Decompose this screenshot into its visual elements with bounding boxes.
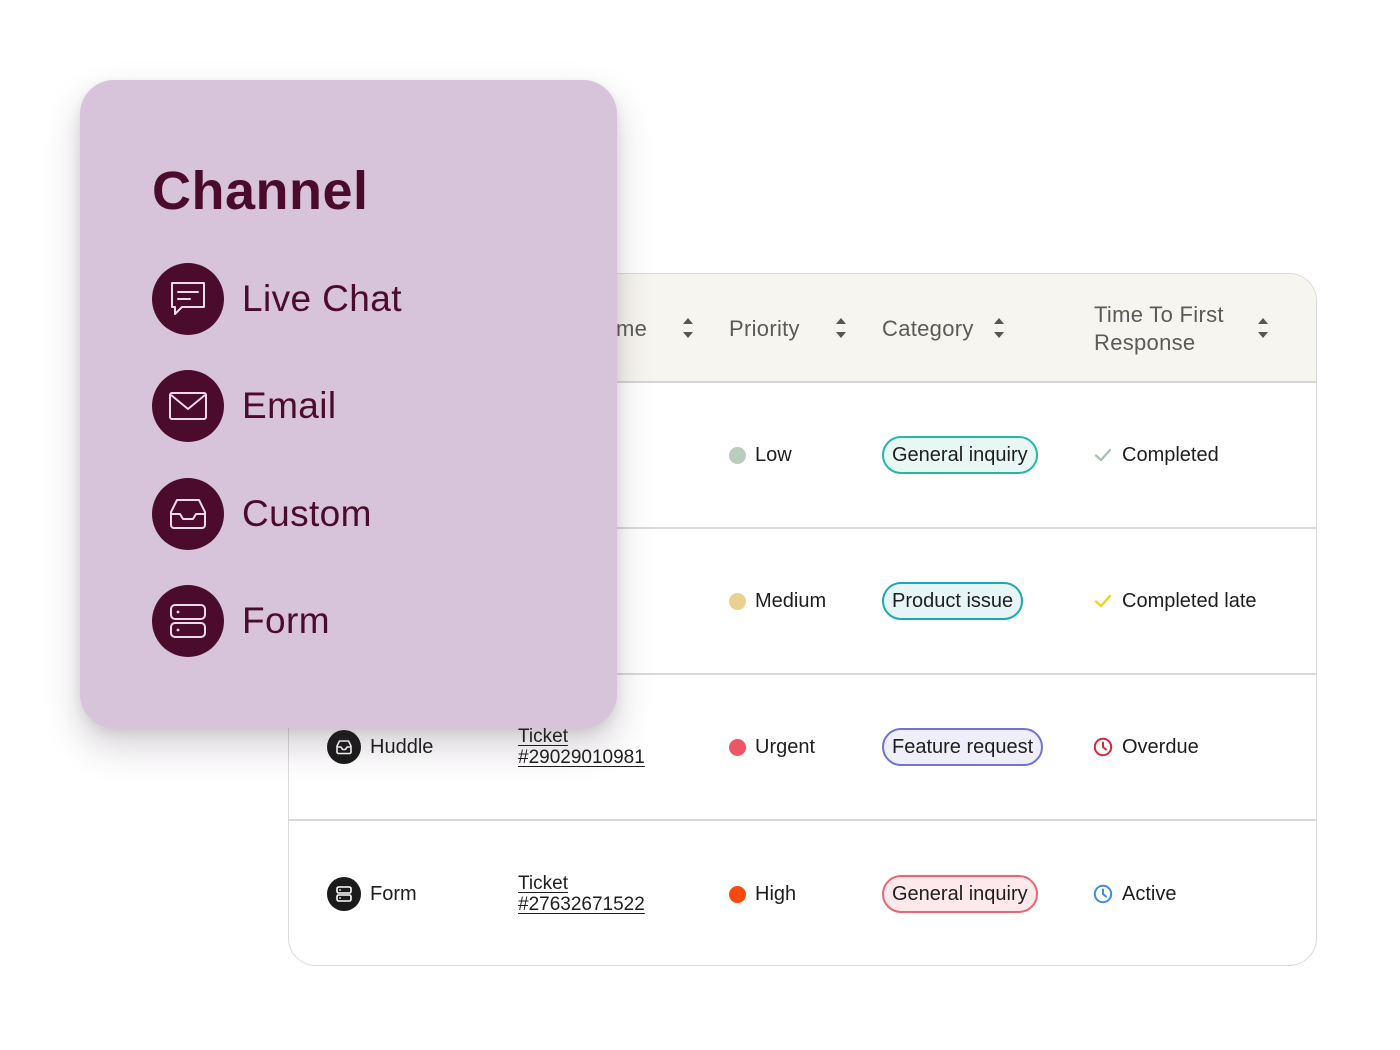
category-cell: Feature request bbox=[882, 675, 1044, 819]
status-cell: Completed late bbox=[1092, 529, 1257, 673]
channel-item-label: Email bbox=[242, 385, 337, 426]
form-icon bbox=[327, 877, 361, 911]
table-row[interactable]: Huddle Ticket #29029010981 Urgent Featur… bbox=[289, 675, 1316, 821]
status-label: Completed late bbox=[1122, 589, 1257, 612]
channel-cell: Huddle bbox=[327, 675, 433, 819]
column-header-category-label: Category bbox=[882, 315, 974, 341]
priority-dot bbox=[729, 592, 746, 610]
form-icon bbox=[152, 585, 224, 657]
category-pill[interactable]: Feature request bbox=[882, 728, 1044, 766]
priority-label: Low bbox=[755, 443, 792, 466]
status-cell: Active bbox=[1092, 821, 1177, 965]
status-cell: Completed bbox=[1092, 383, 1219, 527]
channel-item-email[interactable]: Email bbox=[152, 370, 337, 442]
priority-label: Urgent bbox=[755, 735, 816, 758]
priority-label: High bbox=[755, 882, 797, 905]
priority-cell: Urgent bbox=[729, 675, 815, 819]
priority-cell: Medium bbox=[729, 529, 826, 673]
channel-item-label: Live Chat bbox=[242, 278, 402, 319]
column-header-ttfr-line1: Time To First bbox=[1094, 301, 1224, 327]
channel-label: Huddle bbox=[370, 735, 434, 758]
inbox-icon bbox=[152, 478, 224, 550]
sort-icon[interactable] bbox=[992, 313, 1006, 343]
column-header-ttfr-line2: Response bbox=[1094, 329, 1196, 355]
category-pill[interactable]: General inquiry bbox=[882, 436, 1038, 474]
clock-icon bbox=[1093, 884, 1113, 904]
channel-item-label: Form bbox=[242, 600, 330, 641]
check-icon bbox=[1094, 448, 1112, 462]
ticket-link[interactable]: Ticket #29029010981 bbox=[518, 726, 645, 768]
inbox-icon bbox=[327, 730, 361, 764]
channel-item-form[interactable]: Form bbox=[152, 585, 330, 657]
check-icon bbox=[1094, 594, 1112, 608]
clock-icon bbox=[1093, 737, 1113, 757]
table-row[interactable]: 093 Medium Product issue Completed late bbox=[289, 529, 1316, 675]
category-pill[interactable]: General inquiry bbox=[882, 875, 1038, 913]
status-label: Active bbox=[1122, 882, 1177, 905]
channel-title: Channel bbox=[152, 161, 369, 221]
channel-item-label: Custom bbox=[242, 493, 372, 534]
channel-panel: Channel Live Chat Email Custom bbox=[80, 80, 617, 728]
priority-label: Medium bbox=[755, 589, 827, 612]
column-header-category[interactable]: Category bbox=[882, 274, 974, 383]
category-cell: Product issue bbox=[882, 529, 1024, 673]
column-header-time-to-first-response[interactable]: Time To First Response bbox=[1094, 274, 1224, 383]
category-cell: General inquiry bbox=[882, 821, 1038, 965]
priority-dot bbox=[729, 885, 746, 903]
sort-icon[interactable] bbox=[681, 313, 695, 343]
chat-icon bbox=[152, 263, 224, 335]
status-cell: Overdue bbox=[1092, 675, 1199, 819]
priority-cell: Low bbox=[729, 383, 792, 527]
channel-item-live-chat[interactable]: Live Chat bbox=[152, 263, 402, 335]
mail-icon bbox=[152, 370, 224, 442]
column-header-priority-label: Priority bbox=[729, 315, 800, 341]
channel-cell: Form bbox=[327, 821, 417, 965]
priority-dot bbox=[729, 738, 746, 756]
channel-label: Form bbox=[370, 882, 417, 905]
ticket-link[interactable]: Ticket #27632671522 bbox=[518, 873, 645, 915]
status-label: Overdue bbox=[1122, 735, 1199, 758]
priority-dot bbox=[729, 446, 746, 464]
sort-icon[interactable] bbox=[1256, 313, 1270, 343]
channel-item-custom[interactable]: Custom bbox=[152, 478, 372, 550]
category-pill[interactable]: Product issue bbox=[882, 582, 1024, 620]
table-row[interactable]: 542 Low General inquiry Completed bbox=[289, 383, 1316, 529]
column-header-name[interactable]: me bbox=[616, 274, 647, 383]
priority-cell: High bbox=[729, 821, 797, 965]
sort-icon[interactable] bbox=[834, 313, 848, 343]
table-row[interactable]: Form Ticket #27632671522 High General in… bbox=[289, 821, 1316, 965]
status-label: Completed bbox=[1122, 443, 1219, 466]
category-cell: General inquiry bbox=[882, 383, 1038, 527]
column-header-name-label: me bbox=[616, 315, 648, 341]
column-header-priority[interactable]: Priority bbox=[729, 274, 800, 383]
